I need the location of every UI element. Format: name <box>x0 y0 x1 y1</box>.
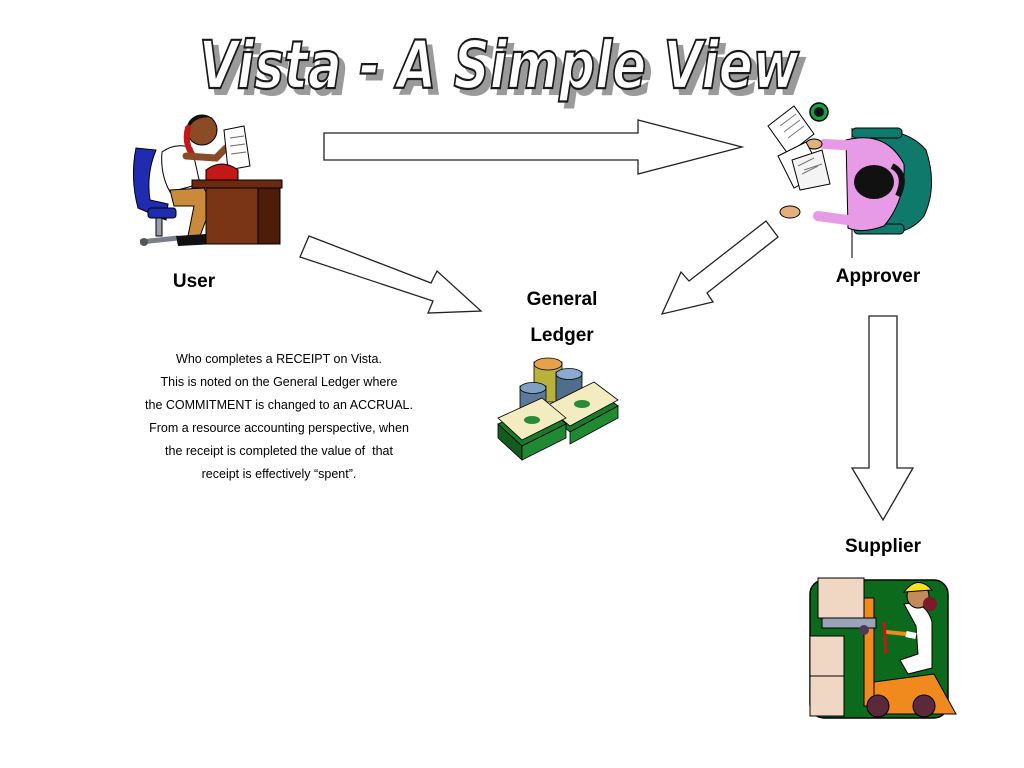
title-shadow: Vista - A Simple View <box>205 33 806 110</box>
arrow-approver-to-ledger <box>660 220 779 315</box>
forklift-worker-icon <box>809 577 957 719</box>
title-text: Vista - A Simple View <box>199 27 800 104</box>
office-worker-on-phone-icon <box>132 114 283 246</box>
note-line: receipt is effectively “spent”. <box>201 467 357 481</box>
person-at-desk-top-view-icon <box>767 102 933 258</box>
arrow-approver-to-supplier <box>850 315 915 522</box>
supplier-label: Supplier <box>844 536 921 557</box>
note-line: the receipt is completed the value of th… <box>165 444 393 458</box>
receipt-explanation-note: Who completes a RECEIPT on Vista. This i… <box>118 348 440 486</box>
note-line: Who completes a RECEIPT on Vista. <box>176 352 382 366</box>
slide-title: Vista - A Simple View Vista - A Simple V… <box>198 26 807 111</box>
approver-label: Approver <box>835 266 921 287</box>
money-stacks-icon <box>497 357 619 461</box>
arrow-user-to-approver <box>323 119 745 175</box>
arrow-user-to-ledger <box>299 235 483 314</box>
user-label: User <box>172 271 216 292</box>
general-ledger-label-line1: General <box>526 289 598 310</box>
note-line: This is noted on the General Ledger wher… <box>160 375 398 389</box>
note-line: the COMMITMENT is changed to an ACCRUAL. <box>145 398 413 412</box>
note-line: From a resource accounting perspective, … <box>149 421 409 435</box>
general-ledger-label-line2: Ledger <box>530 325 594 346</box>
